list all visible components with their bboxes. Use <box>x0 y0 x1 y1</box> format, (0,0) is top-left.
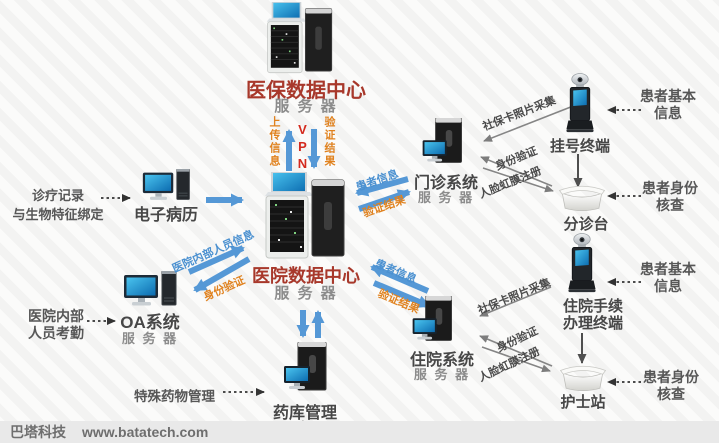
patient-info-line1: 患者基本 <box>640 261 696 277</box>
patient-info-note-adm: 患者基本 信息 <box>634 261 702 295</box>
emr-note-line2: 与生物特征绑定 <box>12 207 104 222</box>
node-outpatient-system <box>422 117 464 173</box>
node-insurance-datacenter <box>256 1 340 81</box>
reception-desk-icon <box>559 365 607 392</box>
outpatient-subtitle: 服 务 器 <box>417 190 475 205</box>
patient-check-line2: 核查 <box>657 386 685 402</box>
desktop-computer-icon <box>124 270 177 306</box>
node-pharmacy <box>284 341 328 401</box>
inpatient-title: 住院系统 <box>409 352 474 369</box>
patient-check-line1: 患者身份 <box>642 180 698 196</box>
oa-title: OA系统 <box>120 313 180 332</box>
node-hospital-datacenter <box>258 171 348 267</box>
kiosk-camera-icon <box>566 73 594 133</box>
oa-note-line2: 人员考勤 <box>28 325 84 341</box>
edge-label-upload-info: 上传信息 <box>268 116 280 168</box>
node-admission-terminal <box>563 233 601 300</box>
brand-name: 巴塔科技 <box>10 424 66 440</box>
patient-check-note-nurse: 患者身份 核查 <box>637 369 705 403</box>
datacenter-servers-icon <box>265 171 345 259</box>
node-inpatient-system <box>412 295 454 351</box>
patient-check-line2: 核查 <box>656 197 684 213</box>
pharmacy-title: 药库管理 <box>272 405 337 422</box>
oa-note-line1: 医院内部 <box>28 308 84 324</box>
patient-check-note-triage: 患者身份 核查 <box>636 180 704 214</box>
hospital-dc-subtitle: 服 务 器 <box>274 285 338 302</box>
brand-url: www.batatech.com <box>82 424 209 440</box>
edge-label-sscard-capture-outpatient: 社保卡照片采集 <box>481 94 558 134</box>
edge-label-patient-info-outpatient: 患者信息 <box>354 168 401 194</box>
hospital-dc-title: 医院数据中心 <box>252 266 360 286</box>
reception-desk-icon <box>558 185 606 212</box>
edge-label-verify-result-vpn: 验证结果 <box>323 116 335 168</box>
emr-note-line1: 诊疗记录 <box>31 188 84 203</box>
node-registration-terminal <box>561 73 599 140</box>
insurance-dc-title: 医保数据中心 <box>246 80 366 102</box>
edge-label-verify-result-outpatient: 验证结果 <box>361 194 408 220</box>
insurance-dc-subtitle: 服 务 器 <box>274 98 338 115</box>
inpatient-subtitle: 服 务 器 <box>413 367 471 382</box>
patient-info-line1: 患者基本 <box>640 88 696 104</box>
patient-info-line2: 信息 <box>654 105 682 121</box>
node-oa-system <box>124 270 178 314</box>
server-tower-monitor-icon <box>412 295 452 341</box>
reg-terminal-title: 挂号终端 <box>549 138 610 155</box>
pharmacy-note: 特殊药物管理 <box>134 389 215 404</box>
node-emr <box>142 168 192 208</box>
adm-terminal-title-line2: 办理终端 <box>562 315 623 332</box>
emr-note: 诊疗记录 与生物特征绑定 <box>2 186 114 224</box>
outpatient-title: 门诊系统 <box>413 175 478 192</box>
server-tower-monitor-icon <box>284 341 327 391</box>
adm-terminal-title-line1: 住院手续 <box>562 298 623 315</box>
patient-check-line1: 患者身份 <box>643 369 699 385</box>
patient-info-note-reg: 患者基本 信息 <box>634 88 702 122</box>
triage-desk-title: 分诊台 <box>563 216 609 233</box>
emr-title: 电子病历 <box>133 207 198 224</box>
kiosk-camera-icon <box>568 233 596 293</box>
footer-bar: 巴塔科技 www.batatech.com <box>0 421 719 443</box>
nurse-station-title: 护士站 <box>560 394 606 411</box>
patient-info-line2: 信息 <box>654 278 682 294</box>
oa-subtitle: 服 务 器 <box>121 331 179 346</box>
edge-label-verify-result-inpatient: 验证结果 <box>376 287 422 317</box>
oa-note: 医院内部 人员考勤 <box>28 308 84 342</box>
node-triage-desk <box>556 183 608 218</box>
node-nurse-station <box>557 363 609 398</box>
edge-label-vpn: VPN <box>295 122 310 173</box>
edge-label-sscard-capture-inpatient: 社保卡照片采集 <box>476 276 553 317</box>
desktop-computer-icon <box>142 168 190 200</box>
server-tower-monitor-icon <box>422 117 462 163</box>
datacenter-servers-icon <box>266 1 333 74</box>
